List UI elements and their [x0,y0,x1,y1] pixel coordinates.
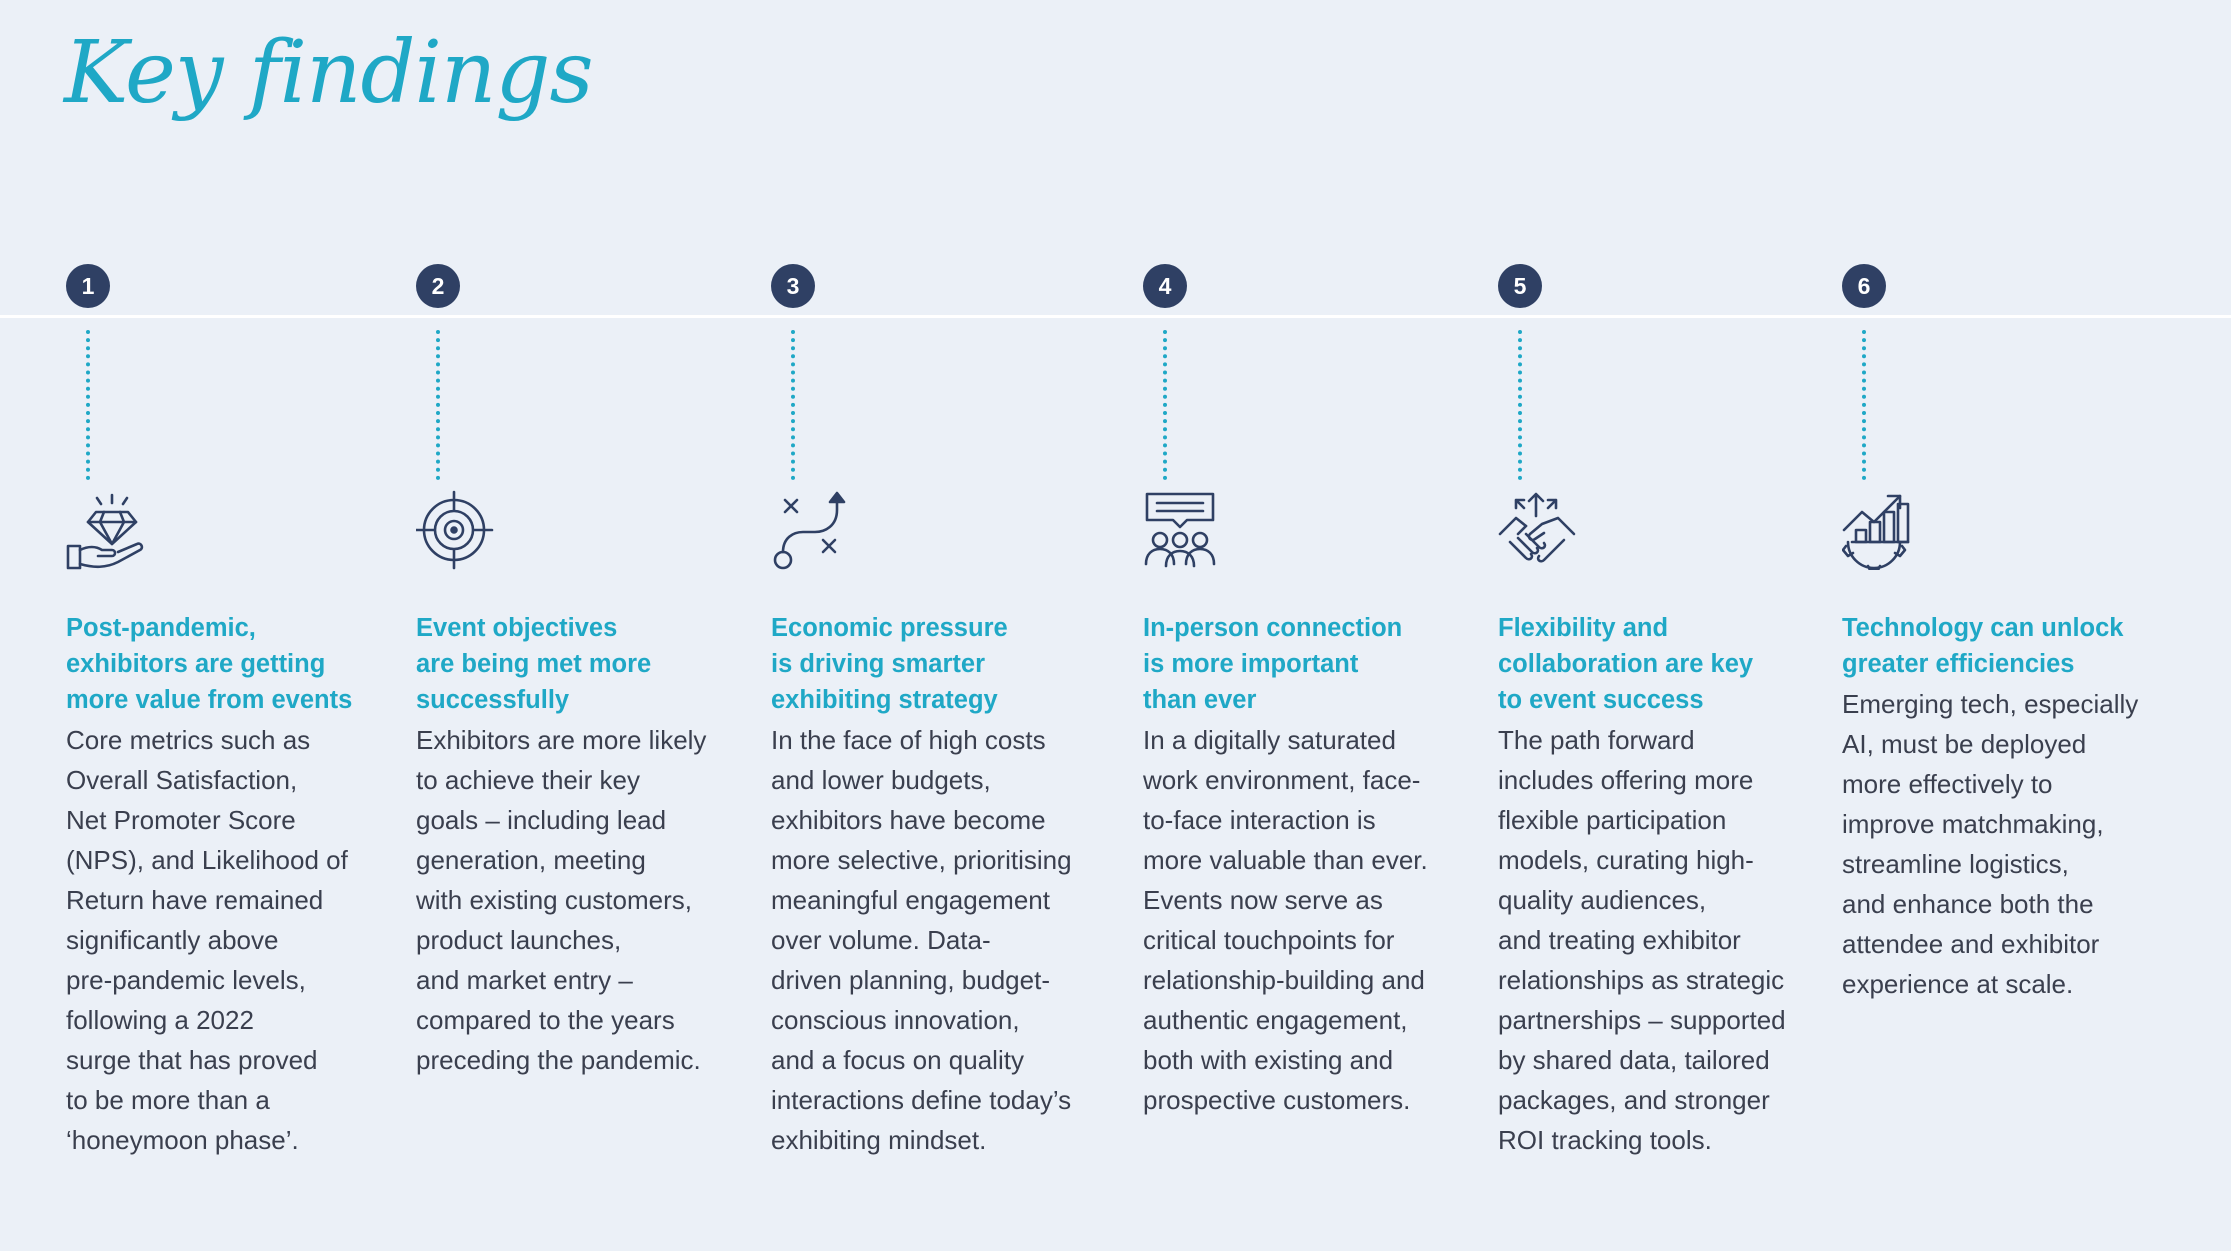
finding-body: In the face of high costs and lower budg… [771,725,1072,1155]
dotted-connector [86,330,90,480]
finding-body: The path forward includes offering more … [1498,725,1786,1155]
hand-diamond-icon [66,490,146,570]
number-badge: 6 [1842,264,1886,308]
number-badge: 5 [1498,264,1542,308]
number-badge: 4 [1143,264,1187,308]
finding-3: 3 Economic pressure is driving smarter e… [771,264,1072,1160]
finding-4: 4 In-person connection is more important… [1143,264,1428,1120]
gear-growth-chart-icon [1842,490,1922,570]
finding-title: In-person connection is more important t… [1143,614,1403,714]
number-badge: 3 [771,264,815,308]
finding-2: 2 Event objectives are being met more su… [416,264,706,1080]
target-icon [416,490,496,570]
number-badge: 1 [66,264,110,308]
finding-title: Technology can unlock greater efficienci… [1842,614,2124,678]
dotted-connector [1163,330,1167,480]
finding-title: Post-pandemic, exhibitors are getting mo… [66,614,353,714]
dotted-connector [436,330,440,480]
dotted-connector [1518,330,1522,480]
finding-title: Event objectives are being met more succ… [416,614,652,714]
finding-body: In a digitally saturated work environmen… [1143,725,1428,1115]
dotted-connector [791,330,795,480]
finding-body: Core metrics such as Overall Satisfactio… [66,725,348,1155]
handshake-icon [1498,490,1578,570]
finding-1: 1 Post-pandemic, exhibitors are getting … [66,264,352,1160]
people-chat-icon [1143,490,1223,570]
finding-title: Flexibility and collaboration are key to… [1498,614,1754,714]
page-title: Key findings [64,23,594,123]
finding-6: 6 Technology can unlock greater efficien… [1842,264,2138,1004]
finding-body: Emerging tech, especially AI, must be de… [1842,689,2139,999]
dotted-connector [1862,330,1866,480]
finding-body: Exhibitors are more likely to achieve th… [416,725,707,1075]
finding-title: Economic pressure is driving smarter exh… [771,614,1008,714]
strategy-path-icon [771,490,851,570]
timeline-line [0,315,2231,318]
finding-5: 5 Flexibility and collaboration are key … [1498,264,1786,1160]
number-badge: 2 [416,264,460,308]
